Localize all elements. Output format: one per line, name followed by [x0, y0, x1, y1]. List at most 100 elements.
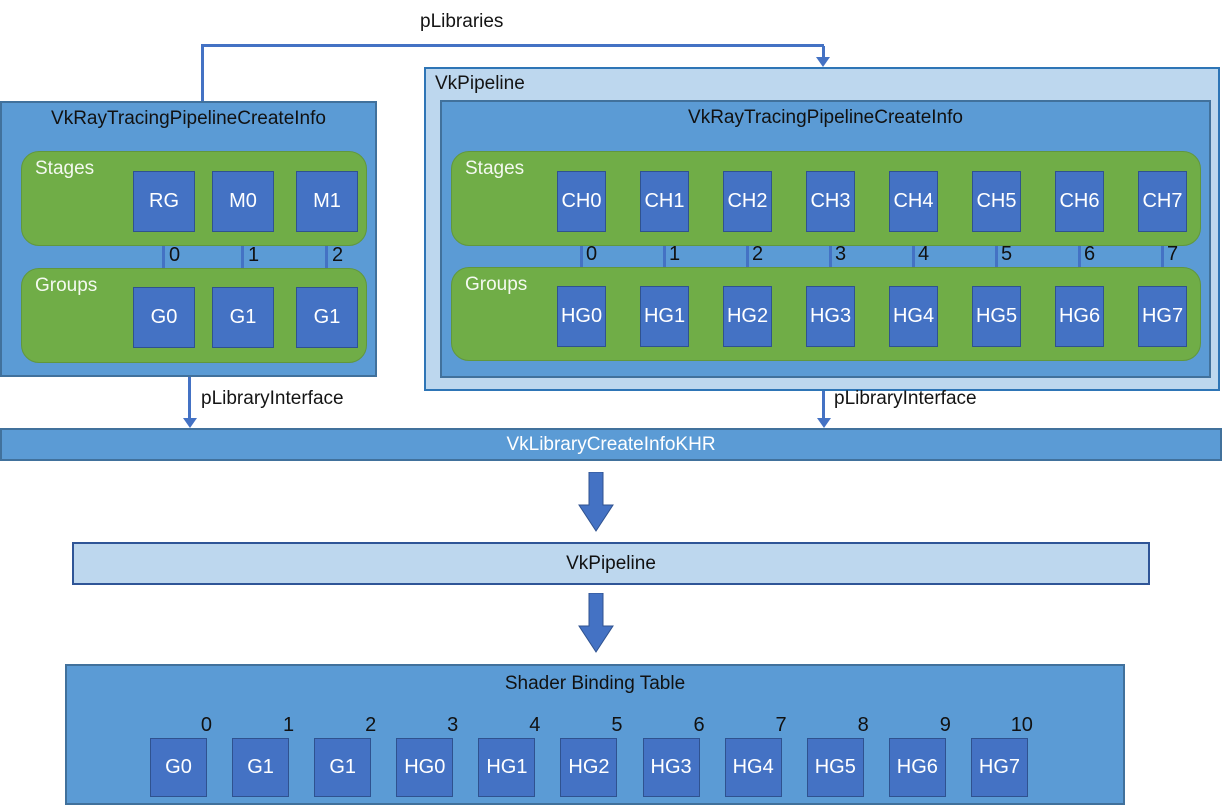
group-node: HG7	[1138, 286, 1187, 347]
down-block-arrow-icon	[578, 593, 614, 653]
sbt-cell: 3 HG0	[396, 713, 458, 797]
sbt-index-label: 3	[447, 714, 459, 736]
box-title: VkRayTracingPipelineCreateInfo	[688, 107, 963, 128]
sbt-entry-node: HG7	[970, 738, 1028, 797]
inner-createinfo-box: VkRayTracingPipelineCreateInfo 0 1 2 3 4…	[440, 100, 1211, 378]
plibraries-connector-segment	[201, 44, 824, 47]
sbt-entry-node: HG3	[642, 738, 700, 797]
index-label: 4	[918, 243, 930, 265]
index-label: 2	[332, 244, 344, 266]
arrow-line	[822, 391, 825, 419]
arrow-line	[188, 377, 191, 419]
sbt-cell: 10 HG7	[970, 713, 1033, 797]
sbt-index-label: 10	[1010, 714, 1033, 736]
index-label: 6	[1084, 243, 1096, 265]
sbt-entry-node: G1	[232, 738, 290, 797]
vkpipeline-box: VkPipeline VkRayTracingPipelineCreateInf…	[424, 67, 1220, 391]
group-node: HG3	[806, 286, 855, 347]
index-label: 0	[586, 243, 598, 265]
sbt-cell: 5 HG2	[560, 713, 622, 797]
arrowhead-down-icon	[817, 418, 831, 428]
groups-label: Groups	[35, 275, 98, 296]
connector-line	[829, 231, 832, 287]
index-label: 3	[835, 243, 847, 265]
group-node: HG4	[889, 286, 938, 347]
sbt-entry-node: G0	[150, 738, 207, 797]
box-title: VkRayTracingPipelineCreateInfo	[51, 108, 326, 129]
library-createinfo-box: VkRayTracingPipelineCreateInfo 0 1 2 Sta…	[0, 101, 377, 377]
group-node: HG5	[972, 286, 1021, 347]
connector-line	[995, 231, 998, 287]
sbt-cell: 0 G0	[150, 713, 212, 797]
sbt-cell: 7 HG4	[724, 713, 787, 797]
plibraries-label: pLibraries	[420, 11, 504, 32]
sbt-index-label: 1	[282, 714, 295, 736]
stages-label: Stages	[35, 158, 95, 179]
stage-node: M0	[212, 171, 274, 232]
stages-container: Stages CH0 CH1 CH2 CH3 CH4 CH5 CH6 CH7	[451, 151, 1201, 246]
sbt-cell: 8 HG5	[806, 713, 869, 797]
index-label: 7	[1167, 243, 1179, 265]
sbt-index-label: 5	[611, 714, 623, 736]
groups-container: Groups G0 G1 G1	[21, 268, 367, 363]
connector-line	[1078, 231, 1081, 287]
index-label: 0	[169, 244, 181, 266]
stage-node: CH1	[640, 171, 689, 232]
sbt-entry-node: G1	[314, 738, 372, 797]
group-node: HG1	[640, 286, 689, 347]
shader-binding-table-box: Shader Binding Table 0 G0 1 G1 2 G1 3 HG…	[65, 664, 1125, 805]
group-node: HG6	[1055, 286, 1104, 347]
stage-node: RG	[133, 171, 195, 232]
connector-line	[1161, 231, 1164, 287]
arrowhead-down-icon	[183, 418, 197, 428]
plibraries-connector-segment	[201, 44, 204, 101]
vkpipeline-box-label: VkPipeline	[435, 73, 525, 94]
vkpipeline-bar: VkPipeline	[72, 542, 1150, 585]
stage-node: CH5	[972, 171, 1021, 232]
down-block-arrow-icon	[578, 472, 614, 532]
groups-label: Groups	[465, 274, 528, 295]
index-label: 5	[1001, 243, 1013, 265]
stage-node: CH6	[1055, 171, 1104, 232]
sbt-index-label: 9	[939, 714, 951, 736]
sbt-cell: 2 G1	[314, 713, 376, 797]
connector-line	[162, 232, 165, 288]
connector-line	[580, 231, 583, 287]
sbt-index-label: 2	[365, 714, 377, 736]
plibrary-interface-label: pLibraryInterface	[201, 388, 344, 409]
sbt-entry-node: HG4	[724, 738, 782, 797]
sbt-title: Shader Binding Table	[504, 673, 686, 694]
connector-line	[241, 232, 244, 288]
index-label: 1	[248, 244, 260, 266]
index-label: 2	[752, 243, 764, 265]
plibraries-connector-segment	[822, 46, 825, 58]
stages-label: Stages	[465, 158, 525, 179]
group-node: G1	[296, 287, 358, 348]
sbt-cell: 6 HG3	[642, 713, 705, 797]
sbt-entry-node: HG1	[478, 738, 536, 797]
sbt-index-label: 8	[857, 714, 869, 736]
sbt-entry-node: HG5	[806, 738, 864, 797]
index-label: 1	[669, 243, 681, 265]
arrowhead-down-icon	[816, 57, 830, 67]
stage-node: CH7	[1138, 171, 1187, 232]
stage-node: CH3	[806, 171, 855, 232]
sbt-cell: 4 HG1	[478, 713, 540, 797]
connector-line	[912, 231, 915, 287]
sbt-index-label: 6	[693, 714, 705, 736]
connector-line	[746, 231, 749, 287]
stage-node: CH0	[557, 171, 606, 232]
sbt-index-label: 7	[775, 714, 787, 736]
sbt-index-label: 0	[200, 714, 212, 736]
library-createinfo-khr-bar: VkLibraryCreateInfoKHR	[0, 428, 1222, 461]
stage-node: CH2	[723, 171, 772, 232]
sbt-entry-node: HG2	[560, 738, 618, 797]
connector-line	[663, 231, 666, 287]
sbt-entry-node: HG6	[888, 738, 946, 797]
sbt-entries-row: 0 G0 1 G1 2 G1 3 HG0 4 HG1 5 HG2	[150, 713, 1033, 797]
group-node: HG2	[723, 286, 772, 347]
stages-container: Stages RG M0 M1	[21, 151, 367, 246]
sbt-cell: 9 HG6	[888, 713, 951, 797]
group-node: G0	[133, 287, 195, 348]
